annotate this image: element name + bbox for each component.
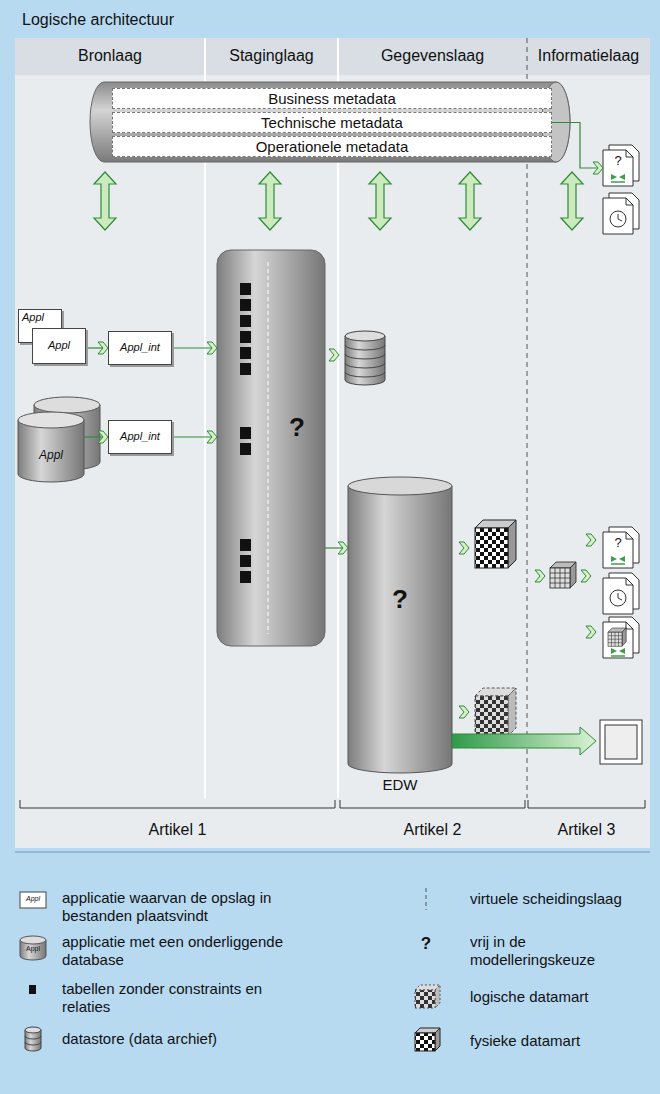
node-text: Appl	[22, 311, 44, 324]
report-icon: ?	[603, 532, 633, 568]
metadata-band: Business metadata	[112, 88, 552, 109]
layer-header: Informatielaag	[527, 46, 650, 65]
node-text: ?	[269, 412, 325, 443]
flow-connector	[325, 547, 348, 548]
node-text: Operationele metadata	[113, 138, 551, 156]
interface-file: Appl_int	[108, 420, 172, 454]
legend-text: datastore (data archief)	[62, 1030, 312, 1048]
flow-connector	[86, 347, 108, 348]
legend-text: virtuele scheidingslaag	[470, 890, 650, 908]
flow-connector	[172, 436, 217, 437]
legend-text: vrij in de modelleringskeuze	[470, 933, 650, 969]
node-text: ?	[603, 153, 633, 169]
database-application: Appl	[18, 412, 84, 482]
flow-connector	[172, 347, 217, 348]
node-text: Appl	[33, 339, 85, 352]
metadata-band: Operationele metadata	[112, 136, 552, 157]
article-label: Artikel 2	[340, 820, 525, 839]
legend-icon-text: Appl	[20, 945, 46, 953]
node-text: Appl	[18, 448, 84, 462]
metadata-band: Technische metadata	[112, 112, 552, 133]
node-text: ?	[348, 584, 452, 615]
edw-cylinder: ? EDW	[348, 478, 452, 798]
legend-text: fysieke datamart	[470, 1032, 650, 1050]
legend-text: logische datamart	[470, 988, 650, 1006]
node-text: ?	[603, 535, 633, 551]
node-text: EDW	[348, 776, 452, 794]
file-application: Appl	[32, 328, 86, 364]
article-label: Artikel 1	[20, 820, 335, 839]
layer-header: Gegevenslaag	[338, 46, 527, 65]
node-text: Appl_int	[109, 341, 171, 354]
node-text: Business metadata	[113, 90, 551, 108]
layer-header: Bronlaag	[15, 46, 205, 65]
legend-icon-text: Appl	[20, 895, 46, 903]
legend-text: applicatie met een onderliggende databas…	[62, 933, 312, 969]
staging-area: ?	[217, 250, 325, 646]
flow-connector	[552, 123, 603, 169]
node-text: Technische metadata	[113, 114, 551, 132]
node-text: Appl_int	[109, 430, 171, 443]
legend-text: tabellen zonder constraints en relaties	[62, 980, 312, 1016]
flow-connector	[84, 436, 108, 437]
report-icon: ?	[603, 150, 633, 186]
interface-file: Appl_int	[108, 331, 172, 365]
diagram-title: Logische architectuur	[22, 10, 174, 29]
layer-header: Staginglaag	[205, 46, 338, 65]
legend-symbol: ?	[416, 934, 436, 954]
article-label: Artikel 3	[528, 820, 645, 839]
legend-text: applicatie waarvan de opslag in bestande…	[62, 889, 312, 925]
